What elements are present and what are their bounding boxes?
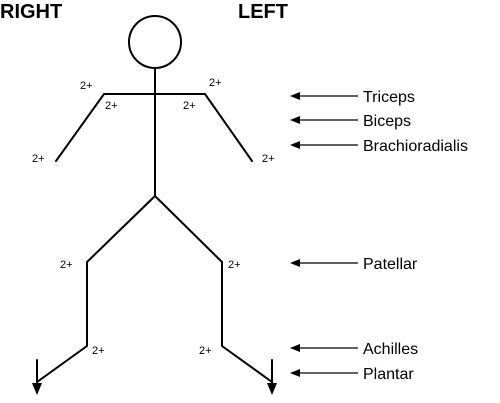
right-leg [36,195,156,383]
triceps-pointer-arrow [290,92,358,100]
head [128,15,182,69]
grade-right-biceps: 2+ [105,100,118,112]
grade-right-triceps: 2+ [80,80,93,92]
grade-left-achilles: 2+ [199,345,212,357]
reflex-label-brachioradialis: Brachioradialis [363,138,468,155]
grade-left-biceps: 2+ [183,100,196,112]
grade-right-patellar: 2+ [60,259,73,271]
brachioradialis-pointer-arrow [290,141,358,149]
reflex-label-achilles: Achilles [363,341,418,358]
left-side-heading: LEFT [238,1,288,23]
left-leg [154,195,273,383]
reflex-label-triceps: Triceps [363,89,415,106]
left-plantar-down-arrow [267,359,277,395]
grade-right-brachioradialis: 2+ [32,153,45,165]
biceps-pointer-arrow [290,116,358,124]
grade-left-patellar: 2+ [228,259,241,271]
reflex-label-biceps: Biceps [363,113,411,130]
left-arm [204,93,253,162]
plantar-pointer-arrow [290,369,358,377]
reflex-label-plantar: Plantar [363,366,414,383]
grade-left-brachioradialis: 2+ [262,153,275,165]
stick-figure [36,15,273,383]
right-side-heading: RIGHT [0,1,62,23]
reflex-label-patellar: Patellar [363,256,418,273]
patellar-pointer-arrow [290,259,358,267]
right-plantar-down-arrow [32,359,42,395]
grade-left-triceps: 2+ [209,77,222,89]
grade-right-achilles: 2+ [92,345,105,357]
achilles-pointer-arrow [290,344,358,352]
right-arm [55,93,105,162]
